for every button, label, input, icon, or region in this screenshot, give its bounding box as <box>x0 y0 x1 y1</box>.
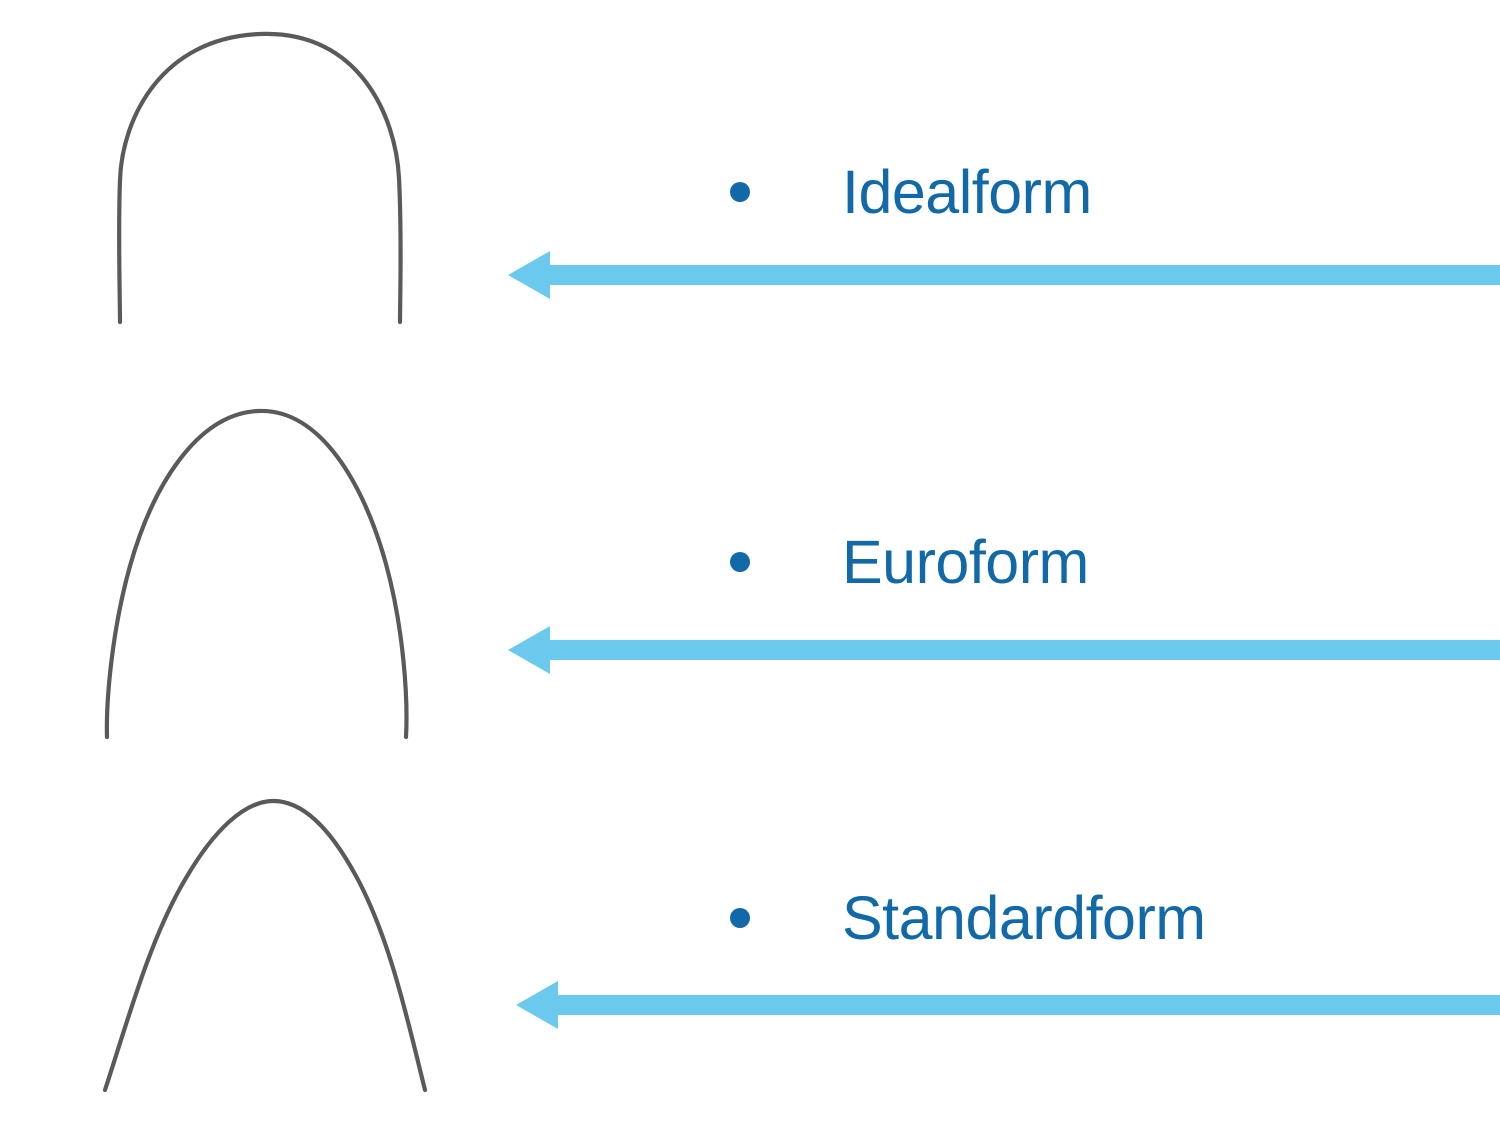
euroform-archwire-svg <box>104 408 409 740</box>
euroform-archwire <box>0 380 500 760</box>
standardform-archwire <box>0 770 500 1120</box>
list-item-idealform[interactable]: Idealform <box>730 152 1092 232</box>
standardform-wire-path <box>102 798 428 1093</box>
idealform-archwire-svg <box>117 31 403 325</box>
bullet-icon <box>730 182 750 202</box>
arrow-left-standardform <box>516 979 1500 1031</box>
label-standardform: Standardform <box>842 883 1206 952</box>
idealform-wire-path <box>117 31 403 325</box>
arrow-left-idealform <box>508 249 1500 301</box>
arrow-left-shape <box>516 981 1500 1029</box>
bullet-icon <box>730 552 750 572</box>
arrow-left-icon <box>508 626 1500 674</box>
bullet-icon <box>730 908 750 928</box>
euroform-wire-path <box>104 408 409 740</box>
arrow-left-shape <box>508 626 1500 674</box>
list-item-euroform[interactable]: Euroform <box>730 522 1089 602</box>
arrow-left-icon <box>516 981 1500 1029</box>
label-idealform: Idealform <box>842 157 1092 226</box>
idealform-archwire <box>0 0 500 360</box>
arrow-left-shape <box>508 251 1500 299</box>
arrow-left-icon <box>508 251 1500 299</box>
arrow-left-euroform <box>508 624 1500 676</box>
standardform-archwire-svg <box>102 798 428 1093</box>
label-euroform: Euroform <box>842 527 1089 596</box>
list-item-standardform[interactable]: Standardform <box>730 878 1206 958</box>
